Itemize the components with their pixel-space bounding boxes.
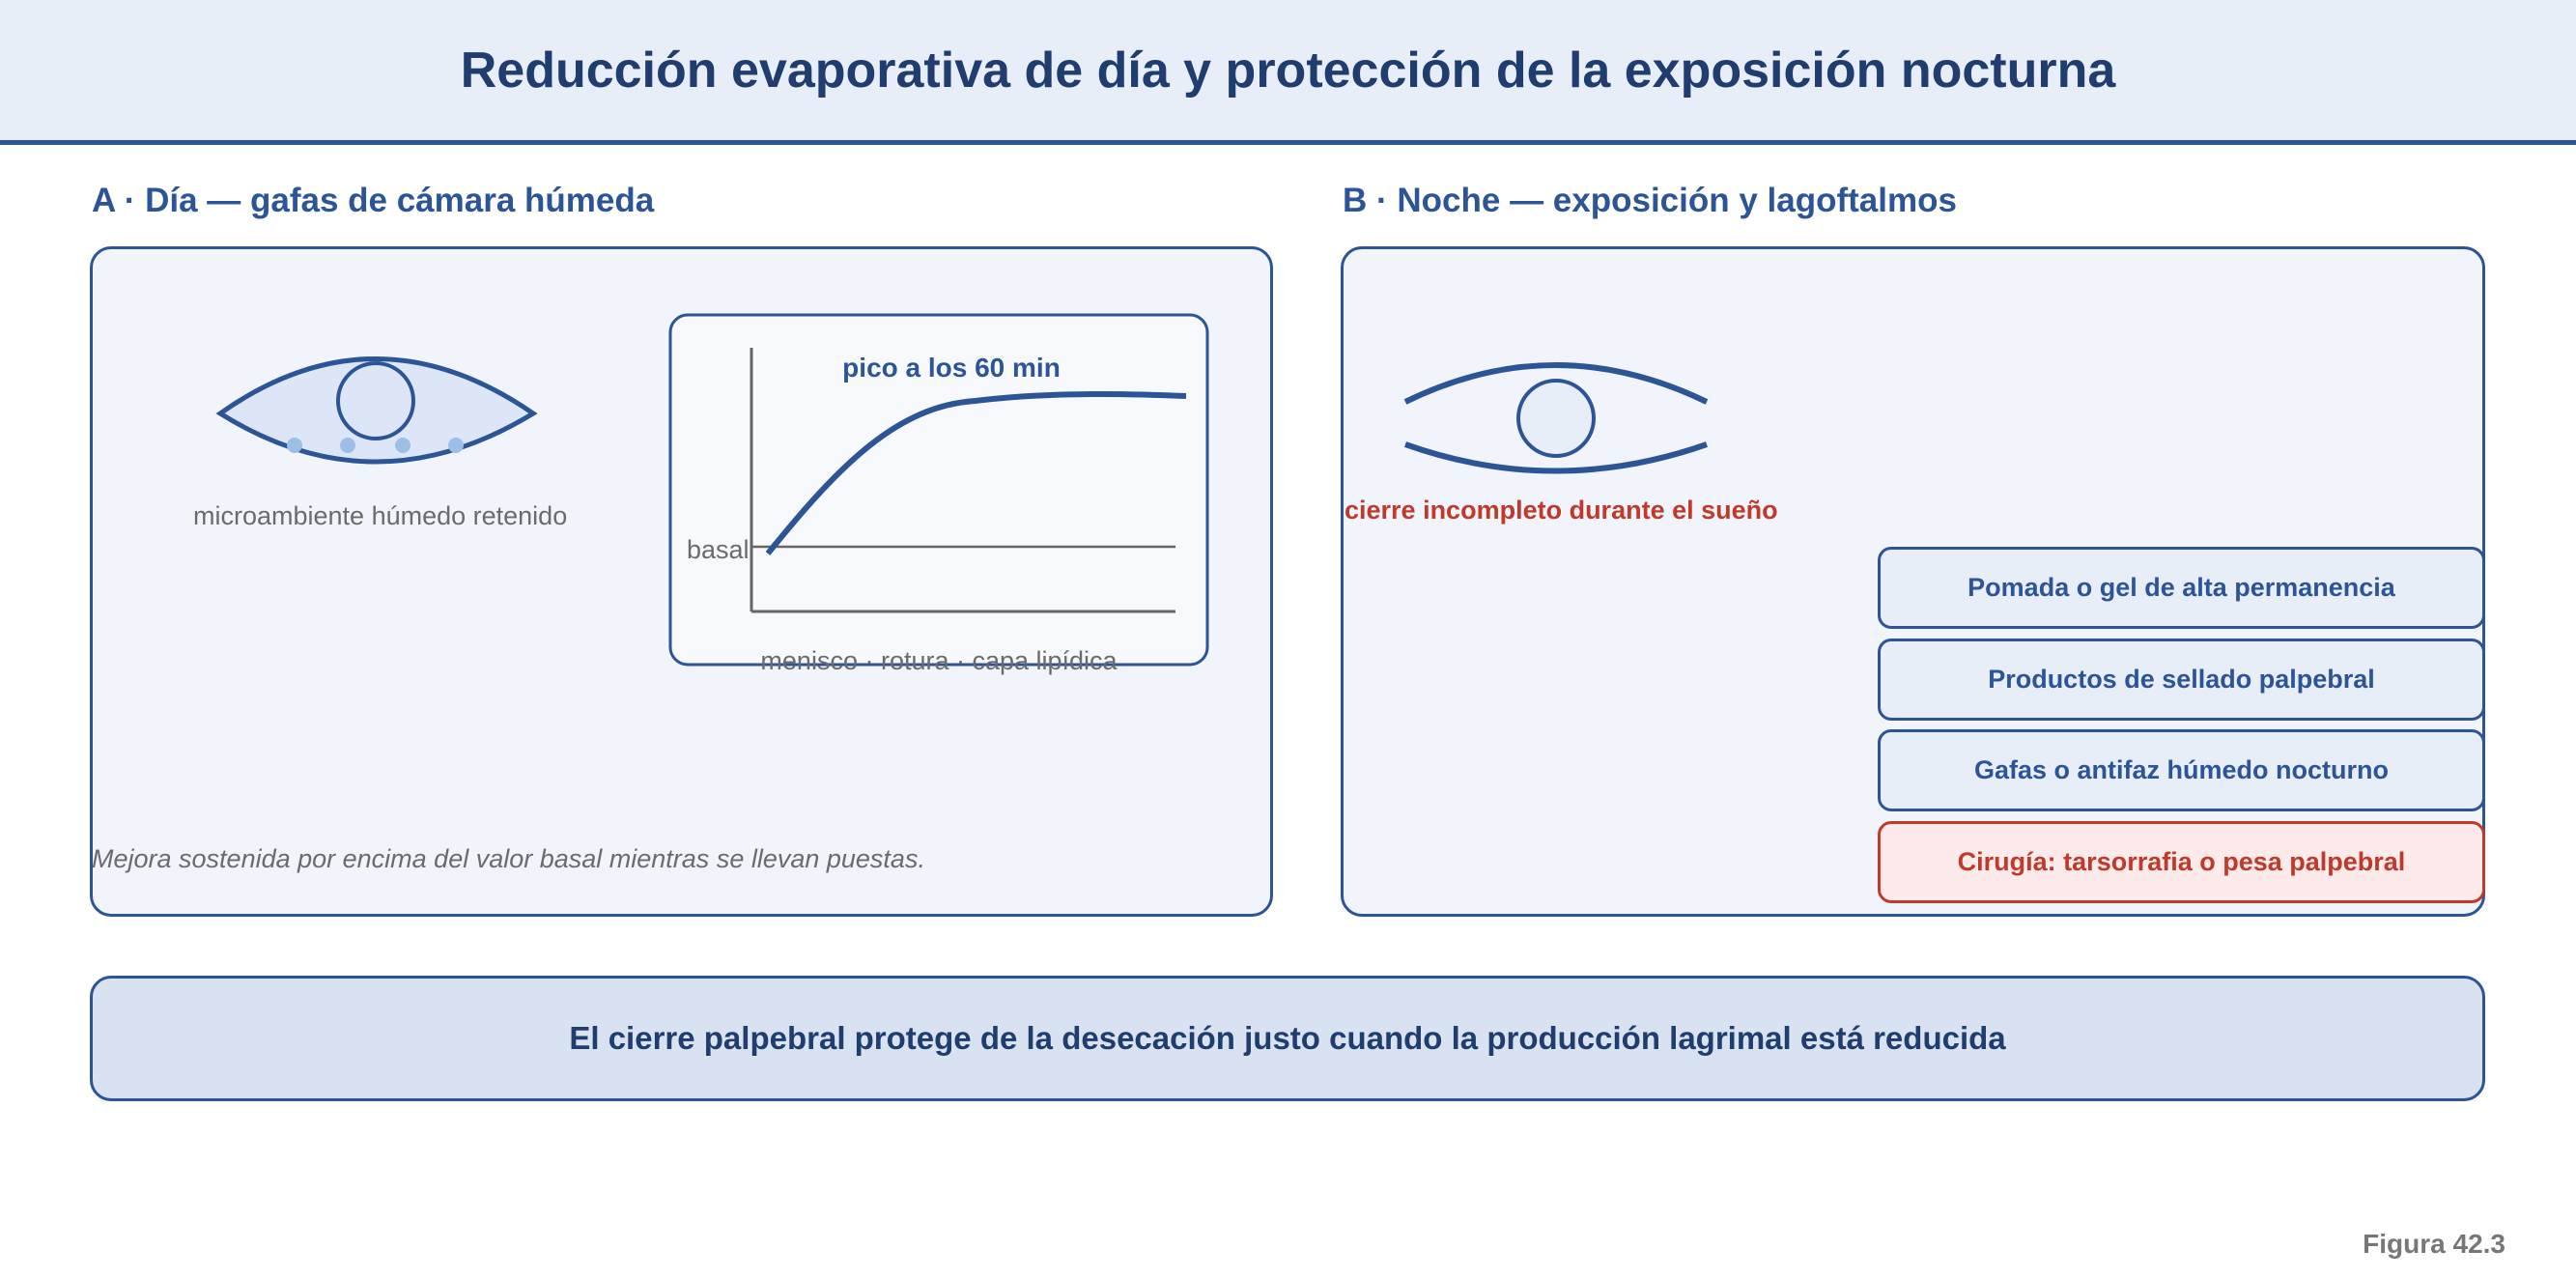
droplet-icon <box>395 438 410 453</box>
option-lid-sealing: Productos de sellado palpebral <box>1878 639 2485 721</box>
open-eye-night-icon <box>1403 362 1709 474</box>
chart-response-curve <box>765 390 1187 555</box>
option-night-goggles: Gafas o antifaz húmedo nocturno <box>1878 729 2485 811</box>
figure-label: Figura 42.3 <box>2363 1229 2505 1259</box>
droplet-icon <box>448 438 464 453</box>
panel-b-heading: B · Noche — exposición y lagoftalmos <box>1343 182 1957 219</box>
droplet-icon <box>340 438 355 453</box>
moist-chamber-eye-icon <box>215 356 538 465</box>
panel-a-heading: A · Día — gafas de cámara húmeda <box>92 182 655 219</box>
option-ointment-gel: Pomada o gel de alta permanencia <box>1878 547 2485 629</box>
chart-peak-label: pico a los 60 min <box>842 353 1061 383</box>
page-title: Reducción evaporativa de día y protecció… <box>460 42 2116 99</box>
option-surgery: Cirugía: tarsorrafia o pesa palpebral <box>1878 821 2485 903</box>
conclusion-box: El cierre palpebral protege de la deseca… <box>90 976 2485 1101</box>
droplet-icon <box>287 438 302 453</box>
chart-frame <box>668 313 1209 667</box>
header-banner: Reducción evaporativa de día y protecció… <box>0 0 2576 145</box>
chart-baseline-label: basal <box>687 535 750 564</box>
eye-caption-b: cierre incompleto durante el sueño <box>1345 496 1778 525</box>
conclusion-text: El cierre palpebral protege de la deseca… <box>569 1020 2006 1056</box>
panel-a-note: Mejora sostenida por encima del valor ba… <box>92 844 925 873</box>
eye-caption-a: microambiente húmedo retenido <box>193 501 568 530</box>
chart-x-axis-label: menisco · rotura · capa lipídica <box>760 646 1118 675</box>
